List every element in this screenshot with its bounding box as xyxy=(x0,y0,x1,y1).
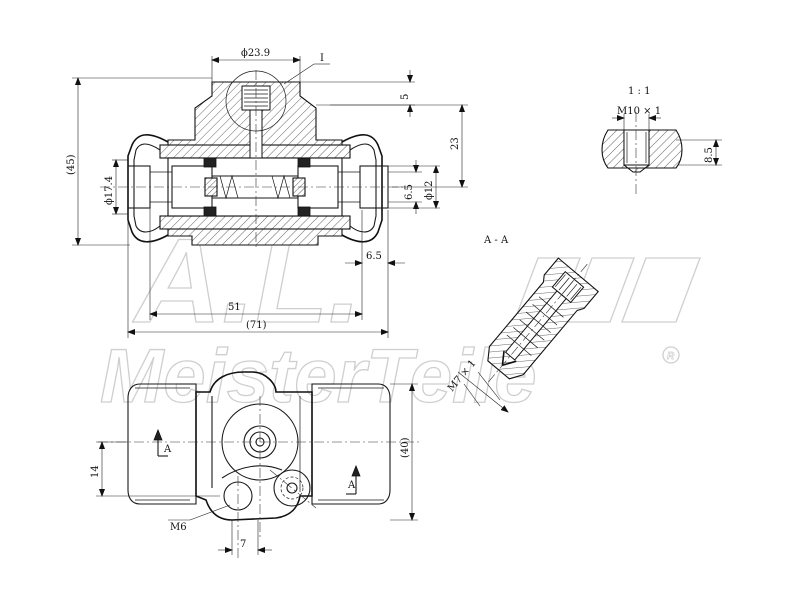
registered-mark-icon xyxy=(662,346,680,364)
dim-6-5-horizontal: 6.5 xyxy=(366,251,382,262)
dim-diameter-17-4: ϕ17.4 xyxy=(104,176,115,205)
watermark-brand: MeisterTeile xyxy=(100,334,536,419)
registered-mark-letter: R xyxy=(667,351,675,362)
dim-45: (45) xyxy=(66,154,77,175)
dim-diameter-23-9: ϕ23.9 xyxy=(241,48,270,59)
dim-5: 5 xyxy=(400,94,411,100)
dim-51: 51 xyxy=(228,302,241,313)
thread-m6-label: M6 xyxy=(170,522,187,533)
dim-8-5: 8.5 xyxy=(704,147,715,163)
section-dimensions: ϕ23.9 I (45) ϕ17.4 5 23 6.5 xyxy=(66,48,468,338)
dim-diameter-12: ϕ12 xyxy=(424,180,435,200)
dim-7: 7 xyxy=(240,539,246,550)
detail-ref-label: I xyxy=(320,53,324,64)
plan-view: A A xyxy=(98,371,420,560)
dim-23: 23 xyxy=(450,137,461,150)
thread-m10-label: M10 × 1 xyxy=(617,106,661,117)
plan-dimensions: (40) 14 M6 7 xyxy=(90,383,418,555)
section-a-a: A - A M7 × 1 xyxy=(446,235,599,413)
section-mark-right: A xyxy=(347,480,356,491)
section-mark-left: A xyxy=(163,444,172,455)
section-view xyxy=(100,70,405,250)
detail-view: 1 : 1 M10 × 1 8.5 xyxy=(601,86,722,196)
dim-71: (71) xyxy=(246,320,267,331)
scale-label: 1 : 1 xyxy=(628,86,650,97)
dim-14: 14 xyxy=(90,465,101,478)
dim-40: (40) xyxy=(400,437,411,458)
section-a-a-title: A - A xyxy=(483,235,509,246)
dim-6-5-vertical: 6.5 xyxy=(404,184,415,200)
